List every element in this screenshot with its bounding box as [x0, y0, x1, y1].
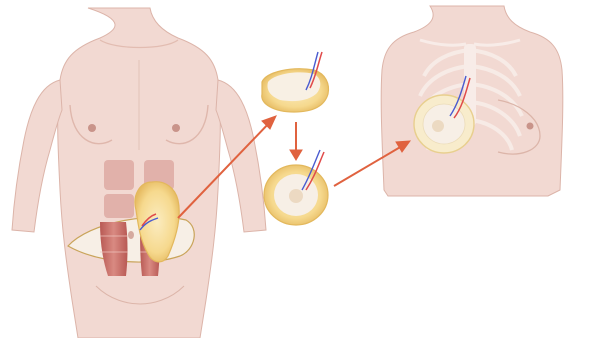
right-arm: [216, 80, 266, 232]
transplanted-flap-center: [432, 120, 444, 132]
flap-top-view: [262, 52, 329, 112]
right-nipple: [172, 124, 180, 132]
chest-figure: [381, 6, 563, 196]
left-nipple: [88, 124, 96, 132]
torso-silhouette: [58, 8, 221, 338]
arrow-down-to-shaped-flap-head: [290, 150, 302, 160]
left-arm: [12, 80, 62, 232]
abdomen-figure: [12, 8, 266, 338]
navel: [128, 231, 134, 239]
contralateral-nipple: [527, 123, 534, 130]
shaped-flap-center: [289, 189, 303, 203]
flap-front-view: [264, 150, 328, 225]
